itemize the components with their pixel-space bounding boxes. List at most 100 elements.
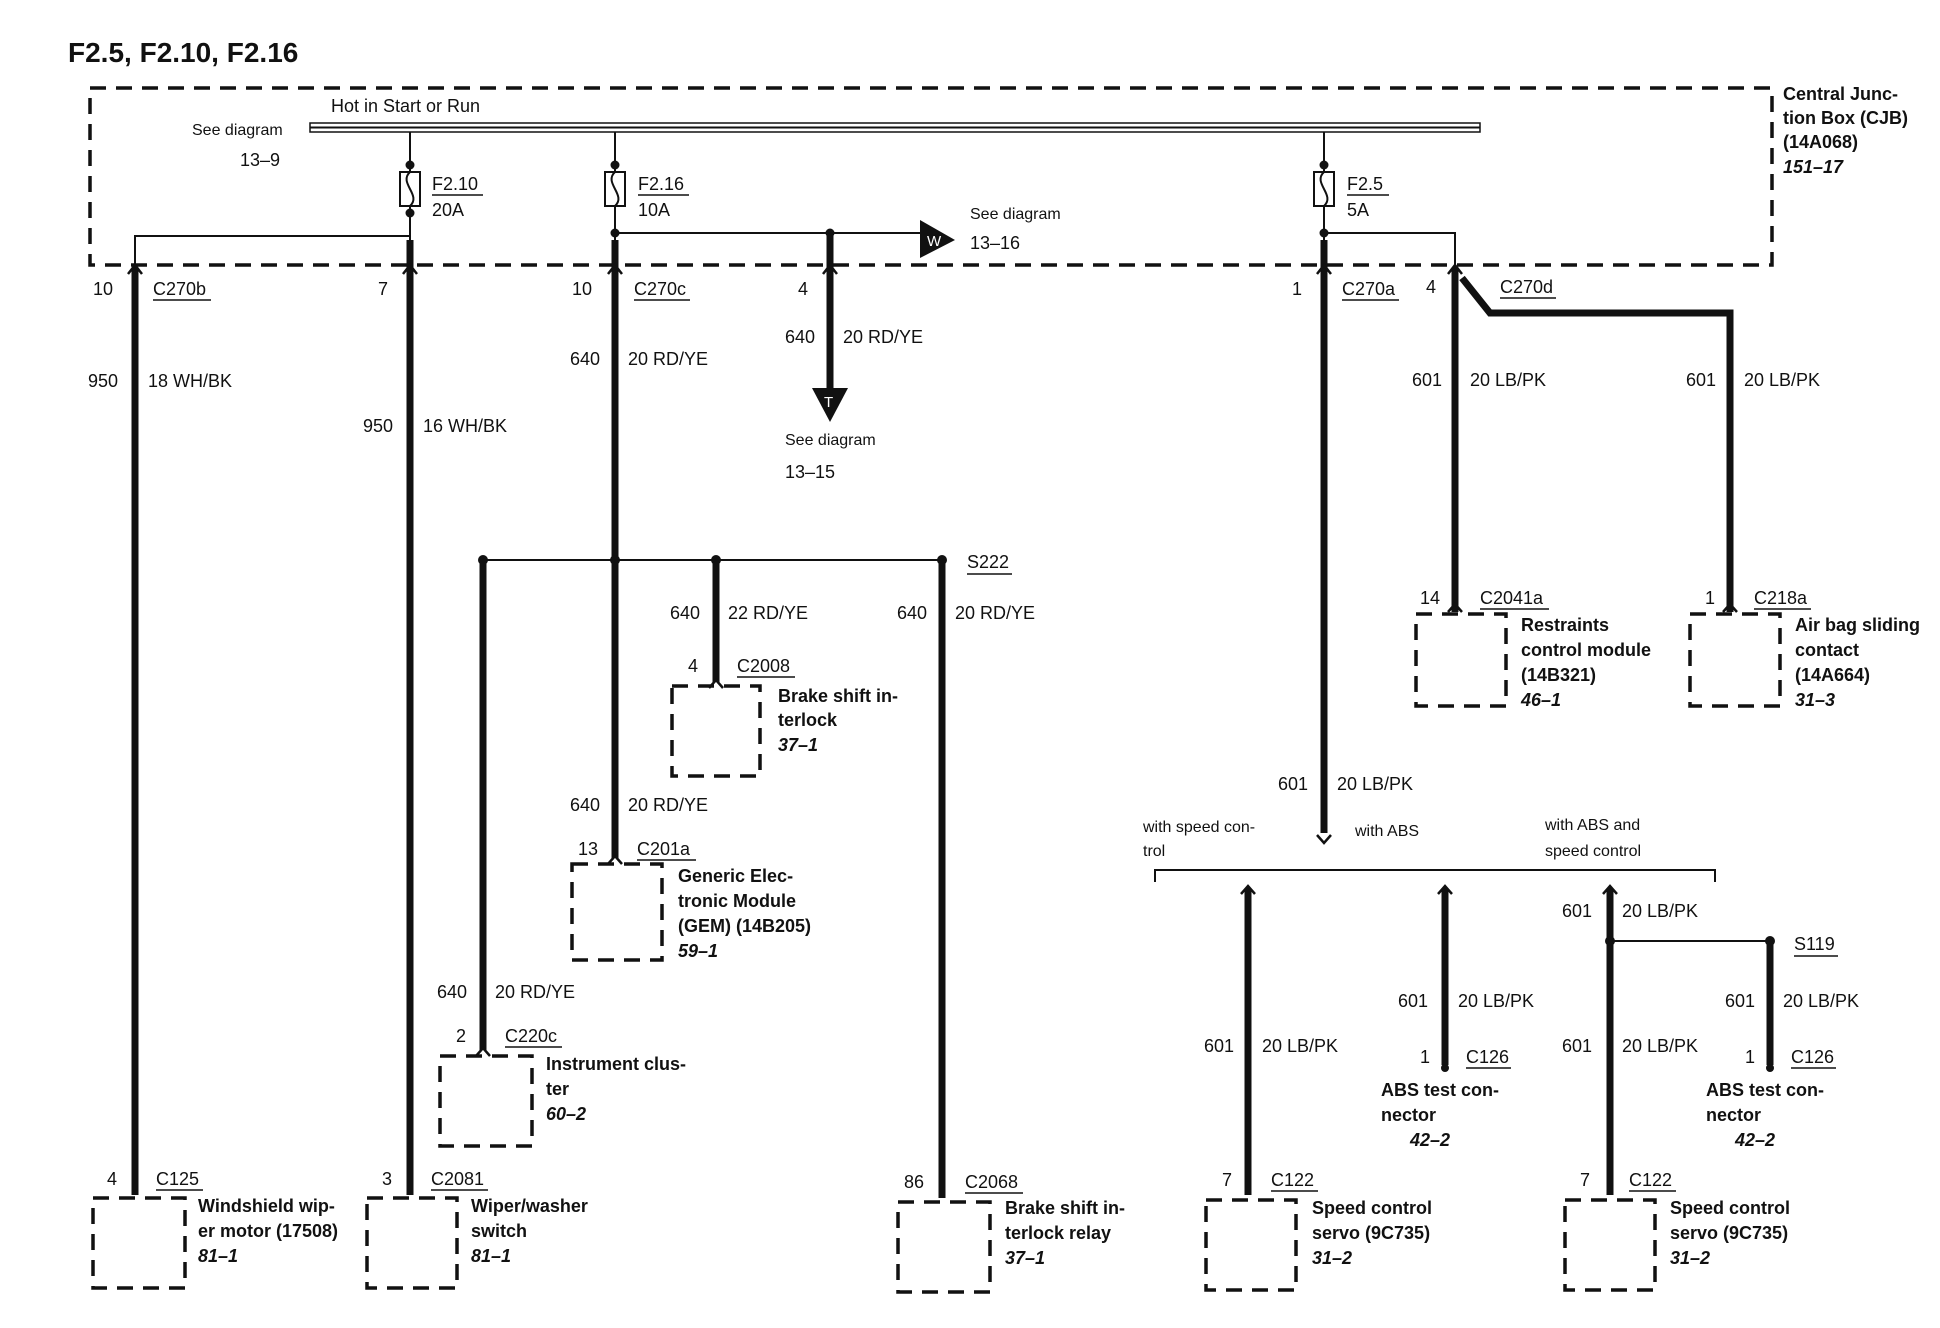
component-connector: C125 bbox=[156, 1169, 199, 1189]
component-name-line-3: (GEM) (14B205) bbox=[678, 916, 811, 936]
component-connector: C201a bbox=[637, 839, 691, 859]
component-name-line-2: nector bbox=[1706, 1105, 1761, 1125]
fuse-f2-16: F2.16 10A bbox=[604, 132, 689, 240]
wire-gauge-color: 20 RD/YE bbox=[955, 603, 1035, 623]
component-connector: C2068 bbox=[965, 1172, 1018, 1192]
c270a-pin: 1 bbox=[1292, 279, 1302, 299]
component-pin: 13 bbox=[578, 839, 598, 859]
component-pin: 14 bbox=[1420, 588, 1440, 608]
connector-pin-icon bbox=[1766, 1064, 1774, 1072]
offpage-w-ref: 13–16 bbox=[970, 233, 1020, 253]
component-name-line-2: servo (9C735) bbox=[1670, 1223, 1788, 1243]
cjb-dashed-outline bbox=[88, 86, 1774, 267]
splice-s119: S119 601 20 LB/PK bbox=[1610, 934, 1859, 1065]
component-ref: 42–2 bbox=[1734, 1130, 1775, 1150]
component-name-line-1: Generic Elec- bbox=[678, 866, 793, 886]
component-name-line-1: Wiper/washer bbox=[471, 1196, 588, 1216]
wire-gauge-color: 20 RD/YE bbox=[843, 327, 923, 347]
component-connector: C220c bbox=[505, 1026, 557, 1046]
component-ref: 81–1 bbox=[198, 1246, 238, 1266]
wire-circuit: 601 bbox=[1412, 370, 1442, 390]
option-speed-control-line-2: trol bbox=[1143, 843, 1165, 860]
wire-640-trunk: 640 20 RD/YE bbox=[570, 240, 708, 560]
component-name-line-2: terlock bbox=[778, 710, 838, 730]
component-connector: C126 bbox=[1791, 1047, 1834, 1067]
wire-circuit: 601 bbox=[1562, 901, 1592, 921]
component-connector: C2008 bbox=[737, 656, 790, 676]
component-windshield-wiper-motor: 4 C125 Windshield wip- er motor (17508) … bbox=[91, 1169, 338, 1290]
wire-circuit: 640 bbox=[570, 795, 600, 815]
fuse-f2-16-id: F2.16 bbox=[638, 174, 684, 194]
wire-gauge-color: 20 RD/YE bbox=[628, 349, 708, 369]
wire-gauge-color: 20 LB/PK bbox=[1783, 991, 1859, 1011]
wire-circuit: 601 bbox=[1686, 370, 1716, 390]
wire-circuit: 950 bbox=[363, 416, 393, 436]
c270c-pin-4: 4 bbox=[798, 279, 808, 299]
offpage-connector-w: W See diagram 13–16 bbox=[920, 206, 1061, 258]
fuse-f2-5: F2.5 5A bbox=[1313, 132, 1389, 240]
wire-gauge-color: 20 LB/PK bbox=[1262, 1036, 1338, 1056]
component-ref: 42–2 bbox=[1409, 1130, 1450, 1150]
splice-s222-bus: S222 bbox=[478, 552, 1012, 575]
component-restraints-control-module: 14 C2041a Restraints control module (14B… bbox=[1414, 588, 1651, 710]
component-air-bag-sliding-contact: 1 C218a Air bag sliding contact (14A664)… bbox=[1688, 588, 1920, 710]
component-pin: 4 bbox=[688, 656, 698, 676]
wire-circuit: 640 bbox=[670, 603, 700, 623]
component-connector: C122 bbox=[1629, 1170, 1672, 1190]
fuse-f2-5-amps: 5A bbox=[1347, 200, 1369, 220]
wire-circuit: 950 bbox=[88, 371, 118, 391]
component-name-line-1: Restraints bbox=[1521, 615, 1609, 635]
c270b-pin: 10 bbox=[93, 279, 113, 299]
page-title: F2.5, F2.10, F2.16 bbox=[68, 37, 298, 68]
offpage-t-ref: 13–15 bbox=[785, 462, 835, 482]
fuse-f2-5-id: F2.5 bbox=[1347, 174, 1383, 194]
see-diagram-left-label: See diagram bbox=[192, 122, 283, 139]
component-name-line-1: Instrument clus- bbox=[546, 1054, 686, 1074]
component-name-line-1: ABS test con- bbox=[1381, 1080, 1499, 1100]
component-ref: 37–1 bbox=[778, 735, 818, 755]
wire-circuit: 601 bbox=[1204, 1036, 1234, 1056]
offpage-t-see: See diagram bbox=[785, 432, 876, 449]
wire-circuit: 601 bbox=[1562, 1036, 1592, 1056]
component-abs-test-connector-right: 1 C126 ABS test con- nector 42–2 bbox=[1706, 1047, 1836, 1150]
wire-640-to-cluster: 640 20 RD/YE bbox=[437, 560, 575, 1057]
component-name-line-2: terlock relay bbox=[1005, 1223, 1111, 1243]
component-ref: 60–2 bbox=[546, 1104, 586, 1124]
component-pin: 3 bbox=[382, 1169, 392, 1189]
c270d-name: C270d bbox=[1500, 277, 1553, 297]
wire-gauge-color: 22 RD/YE bbox=[728, 603, 808, 623]
cjb-connector-labels: 10 C270b 7 10 C270c 4 1 C270a 4 C270d bbox=[93, 277, 1556, 301]
fuse-f2-10: F2.10 20A bbox=[399, 132, 483, 240]
option-abs-speed-line-2: speed control bbox=[1545, 843, 1641, 860]
cjb-name-line-1: Central Junc- bbox=[1783, 84, 1898, 104]
option-abs-speed-line-1: with ABS and bbox=[1544, 817, 1640, 834]
see-diagram-left-ref: 13–9 bbox=[240, 150, 280, 170]
component-name-line-2: er motor (17508) bbox=[198, 1221, 338, 1241]
component-connector: C2041a bbox=[1480, 588, 1544, 608]
wire-circuit: 601 bbox=[1725, 991, 1755, 1011]
option-bracket: with speed con- trol with ABS with ABS a… bbox=[1142, 817, 1716, 882]
component-name-line-1: Speed control bbox=[1312, 1198, 1432, 1218]
wire-gauge-color: 20 RD/YE bbox=[495, 982, 575, 1002]
component-pin: 1 bbox=[1705, 588, 1715, 608]
wire-601-c270a-trunk: 601 20 LB/PK bbox=[1278, 240, 1413, 845]
option-speed-control-line-1: with speed con- bbox=[1142, 819, 1255, 836]
component-name-line-2: tronic Module bbox=[678, 891, 796, 911]
c270b-pin-7: 7 bbox=[378, 279, 388, 299]
component-abs-test-connector-left: 1 C126 ABS test con- nector 42–2 bbox=[1381, 1047, 1511, 1150]
component-name-line-3: (14B321) bbox=[1521, 665, 1596, 685]
component-pin: 4 bbox=[107, 1169, 117, 1189]
wire-640-to-offpage-t: 640 20 RD/YE T See diagram 13–15 bbox=[785, 233, 923, 482]
wire-circuit: 640 bbox=[897, 603, 927, 623]
wire-circuit: 640 bbox=[437, 982, 467, 1002]
wire-gauge-color: 20 RD/YE bbox=[628, 795, 708, 815]
component-instrument-cluster: 2 C220c Instrument clus- ter 60–2 bbox=[438, 1026, 686, 1148]
component-ref: 59–1 bbox=[678, 941, 718, 961]
wire-circuit: 601 bbox=[1398, 991, 1428, 1011]
component-pin: 86 bbox=[904, 1172, 924, 1192]
component-name-line-2: control module bbox=[1521, 640, 1651, 660]
splice-s222-label: S222 bbox=[967, 552, 1009, 572]
component-brake-shift-interlock: 4 C2008 Brake shift in- terlock 37–1 bbox=[670, 656, 898, 778]
component-name-line-1: ABS test con- bbox=[1706, 1080, 1824, 1100]
